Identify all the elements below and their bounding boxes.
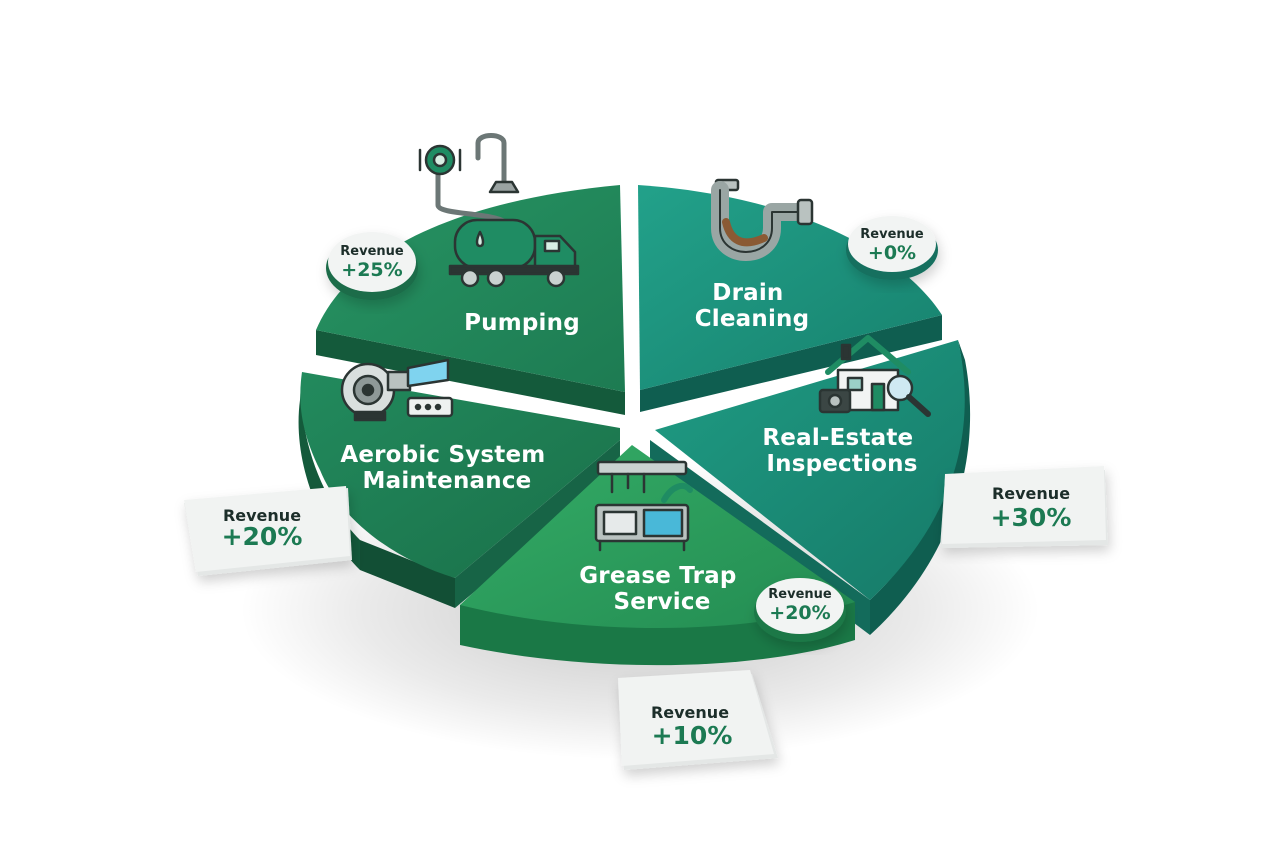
drain-pipe-icon	[711, 178, 814, 261]
svg-text:+30%: +30%	[991, 503, 1072, 532]
revenue-badge-drain-cleaning: Revenue +0%	[846, 216, 938, 280]
segment-label-drain-cleaning: Drain Cleaning	[695, 280, 810, 332]
segment-label-grease-trap: Grease Trap Service	[579, 563, 745, 615]
svg-text:+20%: +20%	[769, 602, 830, 624]
revenue-badge-pumping: Revenue +25%	[326, 232, 418, 300]
svg-text:Revenue: Revenue	[768, 587, 832, 602]
septic-pump-truck-icon	[418, 133, 580, 288]
house-inspection-icon	[818, 335, 931, 417]
svg-text:Revenue: Revenue	[992, 484, 1070, 503]
revenue-card-grease-trap: Revenue +10%	[618, 670, 778, 770]
segment-label-pumping: Pumping	[464, 310, 580, 336]
svg-text:+25%: +25%	[341, 259, 402, 281]
revenue-card-real-estate: Revenue +30%	[940, 466, 1108, 548]
revenue-badge-grease-trap: Revenue +20%	[754, 578, 846, 642]
segment-aerobic[interactable]	[298, 372, 620, 608]
kitchen-grease-trap-icon	[594, 460, 693, 552]
svg-text:Revenue: Revenue	[223, 506, 301, 525]
svg-text:+10%: +10%	[652, 721, 733, 750]
svg-text:+0%: +0%	[868, 242, 916, 264]
svg-text:Revenue: Revenue	[860, 227, 924, 242]
svg-text:+20%: +20%	[222, 522, 303, 551]
svg-text:Revenue: Revenue	[651, 703, 729, 722]
segment-label-real-estate: Real-Estate Inspections	[762, 425, 921, 477]
segment-label-aerobic: Aerobic System Maintenance	[340, 442, 553, 494]
svg-text:Revenue: Revenue	[340, 244, 404, 259]
revenue-card-aerobic: Revenue +20%	[184, 486, 352, 576]
aerobic-blower-icon	[340, 358, 454, 422]
